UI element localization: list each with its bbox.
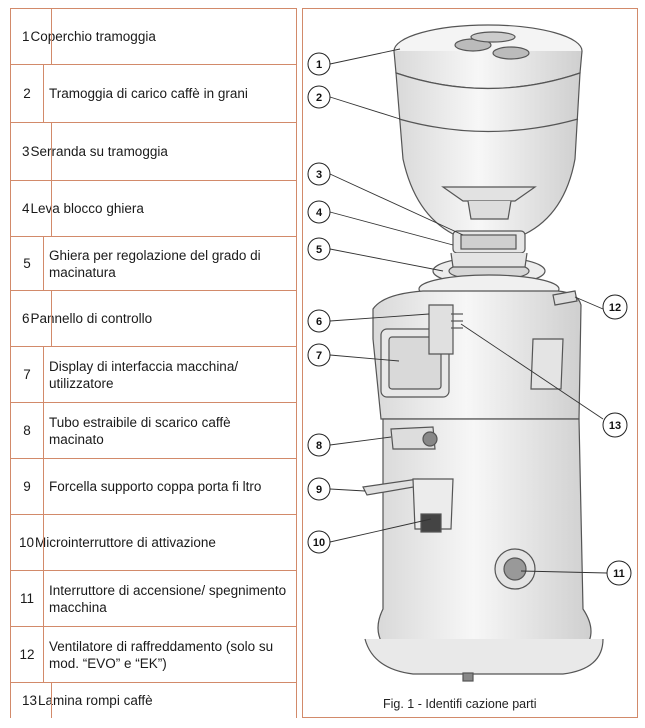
part-row-6: 6 Pannello di controllo [11, 291, 296, 347]
part-row-7: 7 Display di interfaccia macchina/ utili… [11, 347, 296, 403]
callout-7-marker: 7 [307, 343, 331, 367]
part-number: 5 [23, 256, 31, 271]
column-divider [43, 237, 44, 291]
column-divider [43, 347, 44, 683]
callout-9-marker: 9 [307, 477, 331, 501]
column-divider [51, 683, 52, 718]
part-number: 7 [23, 367, 31, 382]
power-switch-knob [503, 557, 527, 581]
callout-9: 9 [316, 484, 322, 496]
column-divider [51, 123, 52, 181]
part-row-2: 2 Tramoggia di carico caffè in grani [11, 65, 296, 123]
hopper-bottom [441, 186, 537, 202]
column-divider [51, 8, 52, 65]
lid-hole [470, 31, 516, 43]
part-label: Microinterruttore di attivazione [35, 535, 216, 550]
hopper-spout [467, 200, 512, 220]
hopper-band [398, 118, 579, 133]
part-label: Serranda su tramoggia [30, 144, 168, 159]
part-label: Ventilatore di raffreddamento (solo su m… [49, 638, 274, 671]
callout-2-marker: 2 [307, 85, 331, 109]
callout-12-marker: 12 [602, 294, 628, 320]
part-number: 2 [23, 86, 31, 101]
display-screen [388, 336, 442, 390]
part-label: Tramoggia di carico caffè in grani [49, 86, 248, 101]
callout-8: 8 [316, 440, 322, 452]
part-number: 10 [19, 535, 35, 550]
column-divider [51, 291, 52, 347]
lid-hole [492, 46, 530, 60]
callout-3: 3 [316, 169, 322, 181]
callout-7: 7 [316, 350, 322, 362]
callout-6: 6 [316, 316, 322, 328]
part-label: Coperchio tramoggia [30, 29, 156, 44]
callout-3-marker: 3 [307, 162, 331, 186]
part-label: Leva blocco ghiera [30, 201, 144, 216]
part-row-5: 5 Ghiera per regolazione del grado di ma… [11, 237, 296, 291]
part-number: 13 [22, 693, 38, 708]
callout-1: 1 [316, 59, 322, 71]
callout-4: 4 [316, 207, 323, 219]
part-label: Tubo estraibile di scarico caffè macinat… [49, 414, 231, 447]
figure-panel: 1 2 3 4 5 6 7 8 9 10 11 12 13 Fig. 1 - I… [302, 8, 638, 718]
callout-6-marker: 6 [307, 309, 331, 333]
callout-10: 10 [313, 537, 325, 549]
part-label: Lamina rompi caffè [38, 693, 153, 708]
shutter-window [460, 234, 517, 250]
part-number: 8 [23, 423, 31, 438]
part-number: 4 [22, 201, 30, 216]
part-row-8: 8 Tubo estraibile di scarico caffè macin… [11, 403, 296, 459]
callout-13-marker: 13 [602, 412, 628, 438]
part-number: 3 [22, 144, 30, 159]
column-divider [51, 181, 52, 237]
callout-5-marker: 5 [307, 237, 331, 261]
spout-knob [422, 431, 438, 447]
part-label: Pannello di controllo [30, 311, 153, 326]
part-row-12: 12 Ventilatore di raffreddamento (solo s… [11, 627, 296, 683]
fan-grille [552, 290, 578, 306]
part-row-3: 3 Serranda su tramoggia [11, 123, 296, 181]
callout-5: 5 [316, 244, 322, 256]
base-foot [462, 672, 474, 682]
grinder-drawing: 1 2 3 4 5 6 7 8 9 10 11 12 13 [307, 24, 632, 682]
part-row-4: 4 Leva blocco ghiera [11, 181, 296, 237]
figure-caption: Fig. 1 - Identifi cazione parti [383, 697, 537, 711]
grinder-machine [362, 24, 604, 682]
grinder-body [377, 418, 592, 660]
column-divider [43, 65, 44, 123]
control-panel [428, 304, 454, 355]
callout-1-marker: 1 [307, 52, 331, 76]
callout-12: 12 [609, 302, 621, 314]
part-row-13: 13 Lamina rompi caffè [11, 683, 296, 718]
collar [450, 252, 528, 268]
part-number: 6 [22, 311, 30, 326]
part-label: Forcella supporto coppa porta fi ltro [49, 479, 262, 494]
part-number: 1 [22, 29, 30, 44]
part-label: Ghiera per regolazione del grado di maci… [49, 247, 261, 280]
part-number: 9 [23, 479, 31, 494]
callout-13: 13 [609, 420, 621, 432]
part-row-11: 11 Interruttore di accensione/ spegnimen… [11, 571, 296, 627]
hopper-body [395, 72, 581, 235]
callout-2: 2 [316, 92, 322, 104]
micro-switch [420, 513, 442, 533]
callouts: 1 2 3 4 5 6 7 8 9 10 11 12 13 [307, 52, 632, 586]
part-row-1: 1 Coperchio tramoggia [11, 8, 296, 65]
parts-table: 1 Coperchio tramoggia 2 Tramoggia di car… [10, 8, 297, 718]
part-number: 12 [19, 647, 35, 662]
part-number: 11 [19, 591, 34, 606]
part-row-9: 9 Forcella supporto coppa porta fi ltro [11, 459, 296, 515]
callout-10-marker: 10 [307, 530, 331, 554]
callout-11: 11 [613, 568, 625, 580]
part-row-10: 10 Microinterruttore di attivazione [11, 515, 296, 571]
part-label: Interruttore di accensione/ spegnimento … [49, 582, 287, 615]
callout-11-marker: 11 [606, 560, 632, 586]
grinder-base [364, 638, 604, 675]
callout-4-marker: 4 [307, 200, 331, 224]
leader-lines [329, 48, 608, 574]
callout-8-marker: 8 [307, 433, 331, 457]
part-label: Display di interfaccia macchina/ utilizz… [49, 358, 239, 391]
